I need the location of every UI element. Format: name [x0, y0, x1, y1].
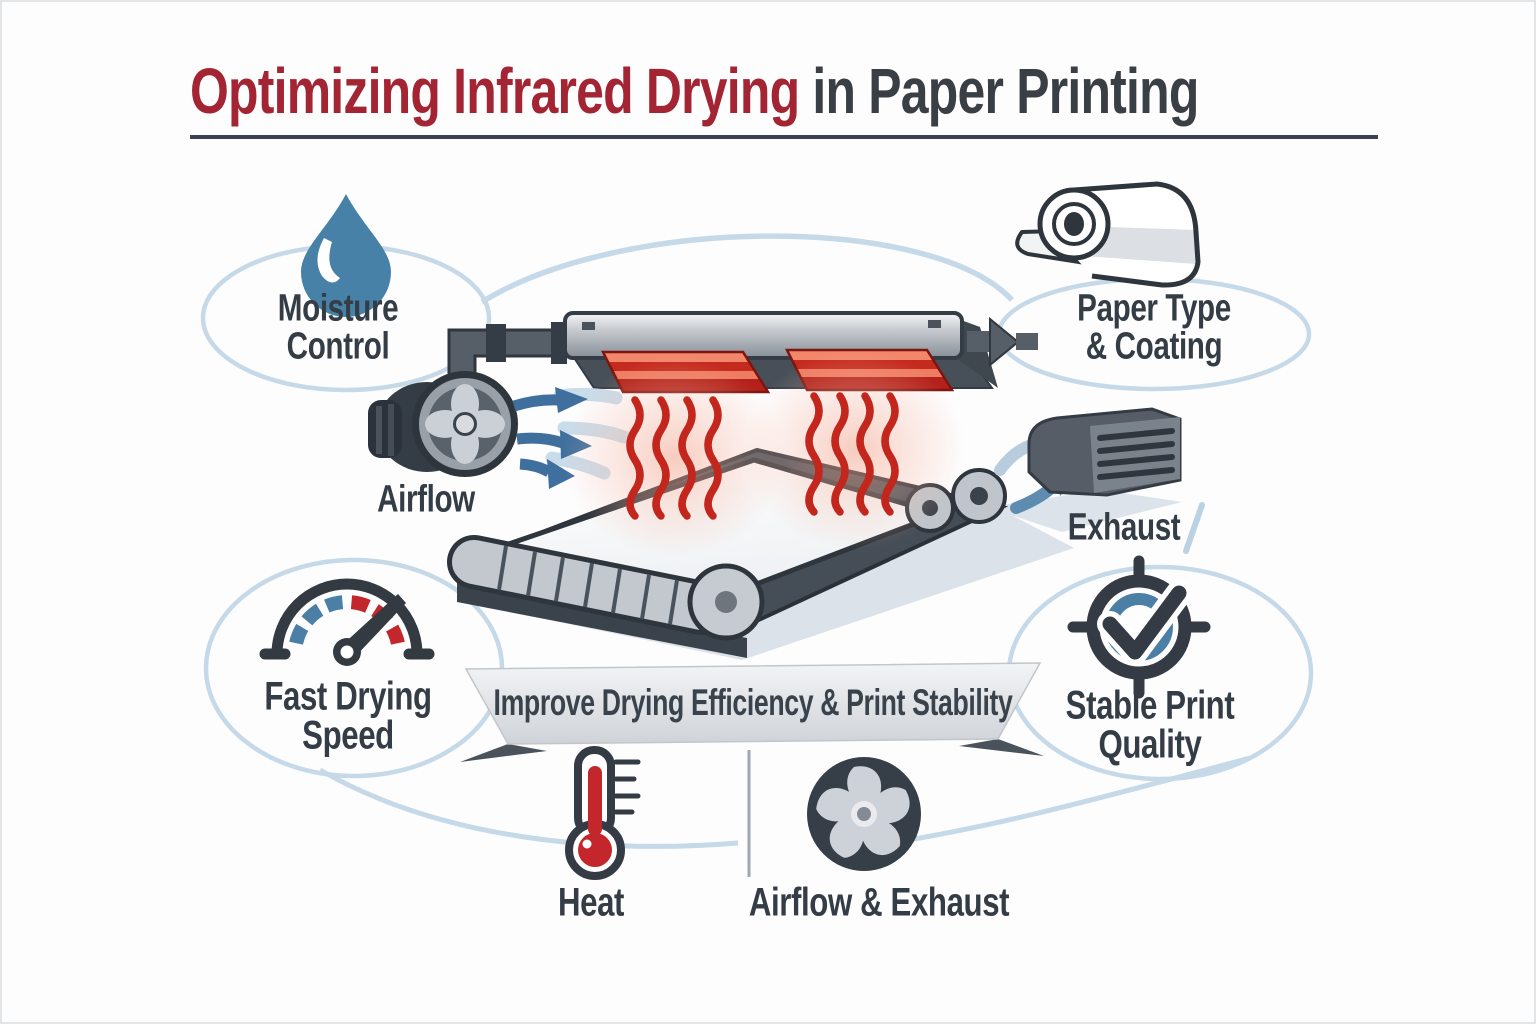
page-title: Optimizing Infrared Drying in Paper Prin…: [190, 54, 1199, 128]
conveyor-base: [457, 582, 747, 658]
output-pipe: [967, 331, 991, 352]
label-airflow: Airflow: [377, 478, 475, 521]
ribbon-banner: [460, 662, 1044, 762]
label-stable-line1: Stable Print: [1065, 683, 1235, 728]
label-heat: Heat: [557, 880, 625, 925]
label-fast-line1: Fast Drying: [264, 674, 432, 719]
label-fast-line2: Speed: [302, 713, 394, 758]
title-rest: in Paper Printing: [799, 55, 1199, 127]
title-highlight: Optimizing Infrared Drying: [190, 55, 800, 127]
dryer-housing-bar: [563, 311, 964, 360]
intake-fan-icon: [368, 371, 518, 477]
label-stable-line2: Quality: [1098, 722, 1202, 767]
label-airflow-exhaust: Airflow & Exhaust: [748, 880, 1010, 925]
banner-text: Improve Drying Efficiency & Print Stabil…: [493, 682, 1013, 723]
paper-roll-icon: [1015, 181, 1201, 288]
heat-glow: [562, 350, 967, 557]
label-moisture-line2: Control: [286, 325, 390, 368]
target-check-icon: [1067, 555, 1211, 699]
exhaust-vent-icon: [1027, 407, 1182, 497]
label-moisture-line1: Moisture: [277, 287, 399, 330]
label-paper-line2: & Coating: [1085, 325, 1223, 368]
flow-direction-arrow: [989, 316, 1020, 368]
label-exhaust: Exhaust: [1067, 506, 1181, 549]
title-underline: [190, 135, 1378, 139]
fan-icon: [807, 757, 921, 871]
thermometer-icon: [565, 746, 641, 880]
speedometer-icon: [259, 578, 435, 666]
water-drop-icon: [301, 194, 391, 317]
label-paper-line1: Paper Type: [1077, 287, 1231, 330]
